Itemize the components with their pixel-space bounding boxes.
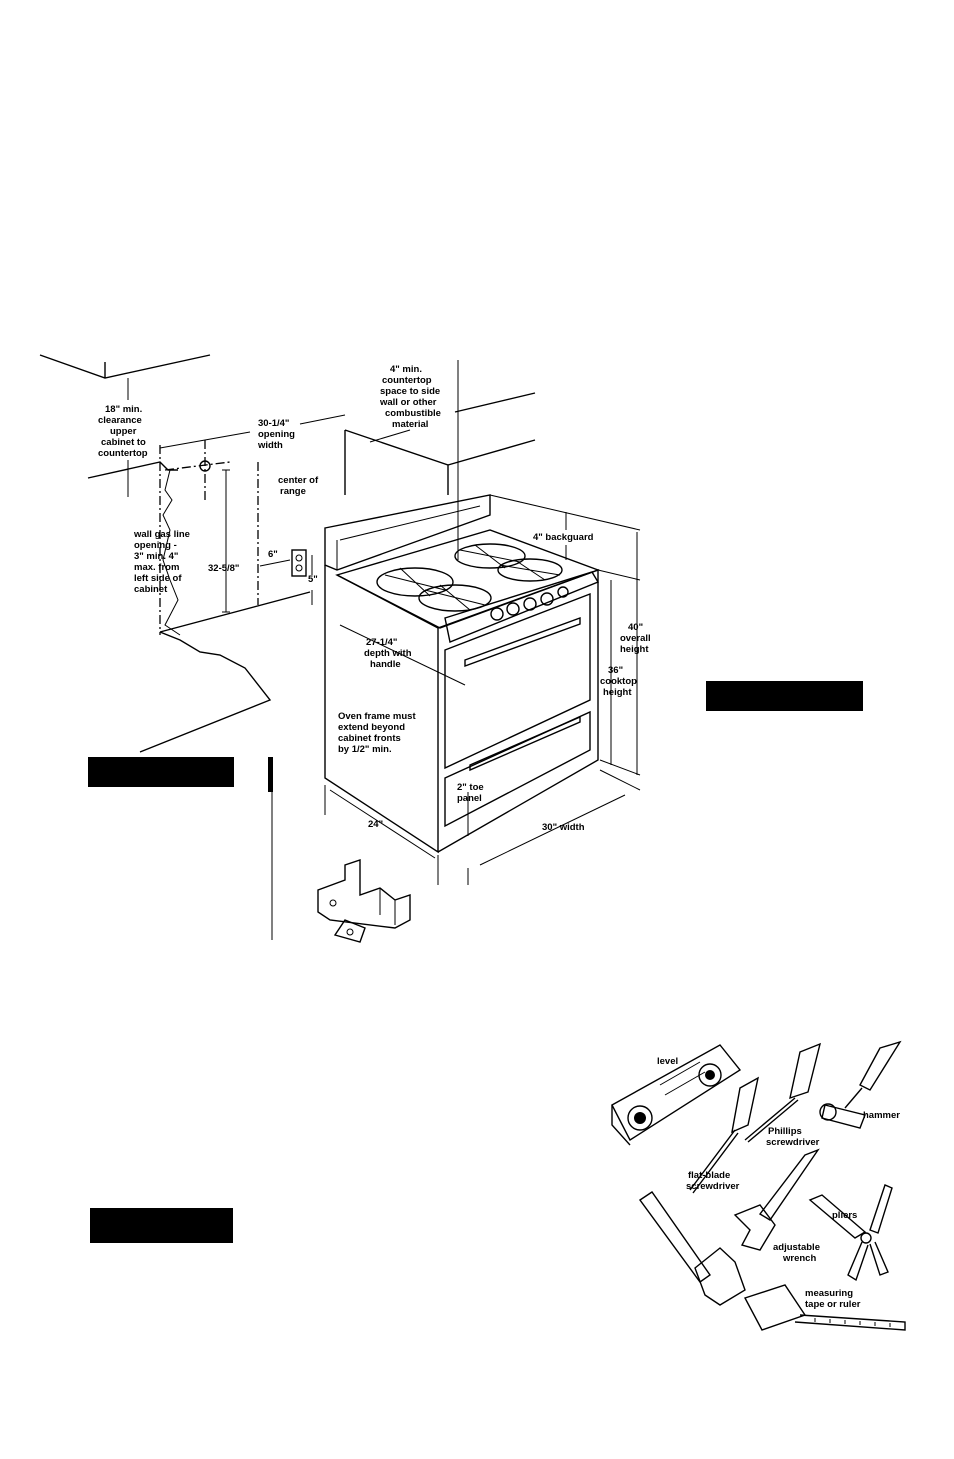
label-upper-clearance: 18" min. clearance upper cabinet to coun…	[98, 404, 149, 459]
upper-cabinet	[39, 354, 211, 379]
burner-grates	[376, 543, 563, 612]
heading-bar-right	[706, 681, 863, 711]
side-depth-dimension	[324, 785, 439, 885]
hammer-tool	[819, 1040, 902, 1129]
phillips-screwdriver-tool	[744, 1042, 822, 1143]
flat-blade-screwdriver-tool	[689, 1076, 760, 1194]
tools-illustration: level Phillips screwdriver hammer flat-b…	[611, 1040, 906, 1331]
label-flat-blade: flat-blade screwdriver	[686, 1170, 740, 1192]
range-installation-diagram: 18" min. clearance upper cabinet to coun…	[39, 354, 653, 943]
label-depth: 27-1/4" depth with handle	[364, 637, 414, 670]
gas-horizontal-line	[164, 461, 231, 471]
front-width-dimension	[479, 769, 641, 866]
label-level: level	[657, 1056, 678, 1067]
label-cooktop-height: 36" cooktop height	[600, 665, 640, 698]
pipe-wrench-tool	[639, 1191, 746, 1306]
depth-leader	[339, 624, 466, 686]
control-knobs	[490, 586, 569, 621]
gas-line-opening	[199, 460, 211, 472]
control-panel	[444, 571, 600, 643]
wall-right	[447, 392, 536, 466]
heading-bar-left	[88, 757, 234, 787]
floor-line	[139, 591, 311, 753]
label-toe-panel: 2" toe panel	[457, 782, 486, 804]
label-overall-height: 40" overall height	[620, 622, 653, 655]
pliers-tool	[808, 1184, 893, 1282]
label-gas-line: wall gas line opening - 3" min. 4" max. …	[133, 529, 193, 595]
drawer-handle	[469, 715, 581, 772]
heading-bar-bottom	[90, 1208, 233, 1243]
label-pliers: pliers	[832, 1210, 857, 1221]
adjustable-wrench-tool	[733, 1148, 820, 1251]
label-outlet-offset: 6"	[268, 549, 278, 560]
label-opening-width: 30-1/4" opening width	[257, 418, 298, 451]
range-front	[437, 569, 599, 853]
oven-handle	[464, 616, 581, 668]
backguard-detail	[336, 505, 481, 570]
label-measuring: measuring tape or ruler	[805, 1288, 861, 1310]
label-backguard: 4" backguard	[533, 532, 594, 543]
label-gas-height: 32-5/8"	[208, 563, 239, 574]
label-adjustable: adjustable wrench	[773, 1242, 823, 1264]
label-front-width: 30" width	[542, 822, 585, 833]
level-tool	[611, 1044, 742, 1146]
wall-outlet	[291, 549, 307, 577]
oven-door	[444, 592, 591, 770]
countertop-left	[87, 461, 178, 479]
label-center-of-range: center of range	[278, 475, 321, 497]
height-extension-lines	[489, 494, 641, 776]
measuring-tape-tool	[743, 1284, 906, 1331]
label-side-depth: 24"	[368, 819, 383, 830]
label-phillips: Phillips screwdriver	[766, 1126, 820, 1148]
label-side-space: 4" min. countertop space to side wall or…	[379, 364, 444, 430]
range-side	[324, 565, 439, 854]
backguard	[324, 494, 491, 571]
outlet-dimensions	[259, 555, 313, 605]
label-outlet-height: 5"	[308, 574, 318, 585]
label-oven-frame: Oven frame must extend beyond cabinet fr…	[338, 711, 418, 755]
storage-drawer	[444, 710, 591, 828]
cabinet-break-line	[162, 469, 181, 636]
label-hammer: hammer	[863, 1110, 900, 1121]
side-space-arrow	[369, 429, 411, 443]
anti-tip-bracket	[317, 859, 411, 943]
gas-height-dimension	[222, 469, 230, 613]
side-wall	[344, 429, 449, 495]
column-rule-top	[268, 757, 273, 792]
opening-width-dimension	[159, 414, 346, 449]
cooktop	[335, 529, 601, 629]
